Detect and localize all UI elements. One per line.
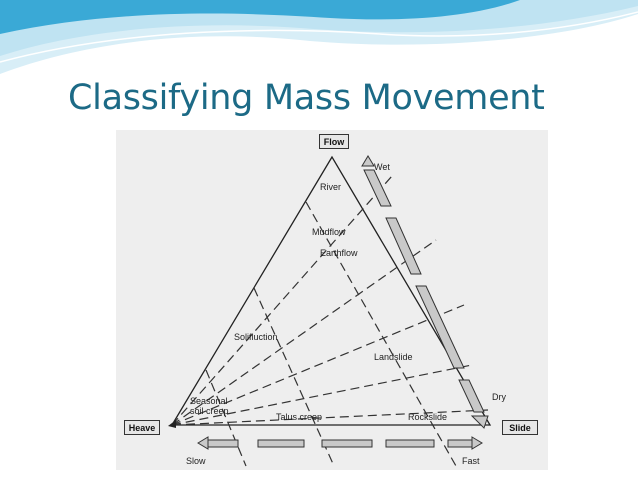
corner-box-flow: Flow xyxy=(319,134,349,149)
label-slow: Slow xyxy=(186,456,206,466)
process-talus-creep: Talus creep xyxy=(276,412,323,422)
wet-dry-segment-2 xyxy=(385,217,422,275)
moisture-line-2 xyxy=(171,239,437,426)
dry-arrow-head xyxy=(470,415,489,429)
header-wave xyxy=(0,0,638,74)
process-solifluction: Solifluction xyxy=(234,332,278,342)
mass-movement-diagram: Flow Heave Slide Wet Dry Slow Fast River… xyxy=(116,130,548,470)
corner-box-slide: Slide xyxy=(502,420,538,435)
header-wave-line xyxy=(0,11,638,63)
speed-line-1 xyxy=(205,369,247,467)
process-river: River xyxy=(320,182,342,192)
speed-line-2 xyxy=(253,287,335,467)
process-seasonal: Seasonal xyxy=(190,396,228,406)
fast-arrow-head xyxy=(471,436,483,450)
speed-dashed-lines xyxy=(205,201,457,467)
wet-dry-segment-3 xyxy=(415,285,465,369)
slow-fast-segment-3 xyxy=(321,439,373,448)
label-dry: Dry xyxy=(492,392,506,402)
process-earthflow: Earthflow xyxy=(320,248,358,258)
moisture-line-4 xyxy=(171,364,473,426)
slow-fast-segment-4 xyxy=(385,439,435,448)
wet-arrow-head xyxy=(361,155,375,167)
wet-dry-segment-1 xyxy=(363,169,392,207)
slow-fast-segment-5 xyxy=(447,439,473,448)
speed-line-3 xyxy=(305,201,457,467)
moisture-line-5 xyxy=(171,409,489,426)
heave-corner-mark xyxy=(168,420,176,428)
triangle-outline xyxy=(170,155,492,426)
moisture-dashed-lines xyxy=(171,175,489,426)
label-fast: Fast xyxy=(462,456,480,466)
moisture-line-3 xyxy=(171,304,465,426)
slow-fast-arrow xyxy=(197,436,483,450)
process-mudflow: Mudflow xyxy=(312,227,346,237)
wet-dry-arrow xyxy=(361,155,489,429)
header-wave-accent xyxy=(0,0,520,34)
slow-fast-segment-1 xyxy=(207,439,239,448)
slow-fast-segment-2 xyxy=(257,439,305,448)
process-soil-creep: soil creep xyxy=(190,406,229,416)
diagram-drawing xyxy=(116,130,548,470)
label-wet: Wet xyxy=(374,162,390,172)
corner-box-heave: Heave xyxy=(124,420,160,435)
process-landslide: Landslide xyxy=(374,352,413,362)
slide-title: Classifying Mass Movement xyxy=(68,78,545,118)
wet-dry-segment-4 xyxy=(458,379,485,413)
process-rockslide: Rockslide xyxy=(408,412,448,422)
